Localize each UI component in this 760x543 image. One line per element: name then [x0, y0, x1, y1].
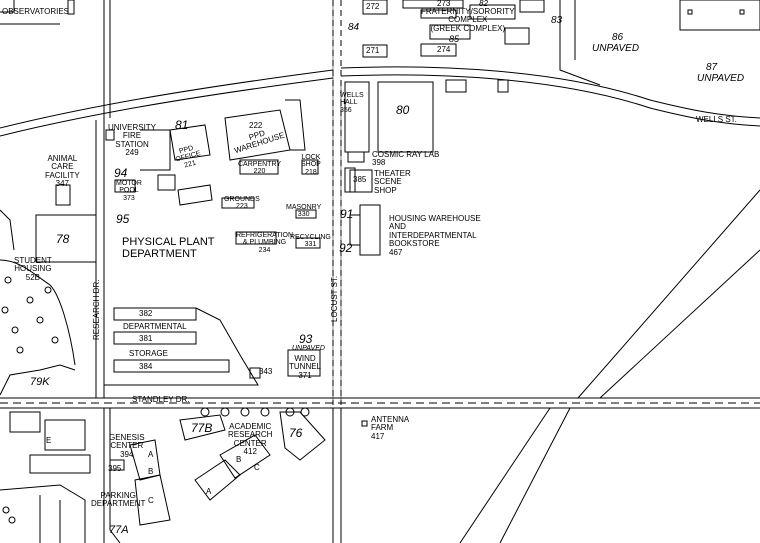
lot-77a: 77A — [109, 524, 129, 536]
building-385: 385 — [353, 175, 367, 184]
building-theater-scene-shop: THEATER SCENE SHOP — [374, 169, 411, 195]
building-384: 384 — [139, 362, 153, 371]
road-standley — [0, 397, 760, 409]
building-masonry: MASONRY 330 — [286, 204, 322, 219]
area-unpaved-87: UNPAVED — [697, 73, 745, 84]
lot-83: 83 — [551, 15, 563, 26]
street-label-standley: STANDLEY DR. — [132, 395, 190, 404]
street-label-research: RESEARCH DR. — [92, 279, 101, 340]
building-genesis-center: GENESIS CENTER 394 — [109, 433, 145, 459]
building-label-a1: A — [148, 450, 154, 459]
building-refrigeration-plumbing: REFRIGERATION & PLUMBING 234 — [236, 232, 294, 254]
building-lock-shop: LOCK SHOP 218 — [301, 154, 321, 176]
road-wells — [0, 66, 760, 137]
building-motor-pool: MOTOR POOL 373 — [116, 180, 142, 202]
building-cosmic-ray-lab: COSMIC RAY LAB 398 — [372, 150, 440, 168]
building-academic-research-center: ACADEMIC RESEARCH CENTER 412 — [228, 422, 273, 457]
lot-94: 94 — [114, 166, 128, 180]
road-locust — [332, 0, 342, 405]
road-research — [95, 120, 105, 398]
area-observatories: OBSERVATORIES — [2, 7, 69, 16]
lot-86: 86 — [612, 32, 624, 43]
area-physical-plant: PHYSICAL PLANT DEPARTMENT — [122, 236, 215, 260]
building-wells-hall: WELLS HALL 356 — [340, 92, 364, 114]
building-parking-department: PARKING DEPARTMENT — [91, 491, 146, 509]
street-label-locust: LOCUST ST. — [330, 275, 339, 322]
lot-76: 76 — [289, 426, 303, 440]
building-antenna-farm: ANTENNA FARM 417 — [371, 415, 410, 441]
building-storage: STORAGE — [129, 349, 168, 358]
building-271: 271 — [366, 46, 380, 55]
building-departmental: DEPARTMENTAL — [123, 322, 187, 331]
lot-93: 93 — [299, 332, 313, 346]
building-fraternity-complex: FRATERNITY/SORORITY COMPLEX (GREEK COMPL… — [421, 7, 515, 33]
building-label-c1: C — [148, 496, 154, 505]
lot-78: 78 — [56, 232, 70, 246]
building-381: 381 — [139, 334, 153, 343]
building-wind-tunnel: WIND TUNNEL 371 — [289, 354, 322, 380]
building-label-b2: B — [236, 455, 242, 464]
area-student-housing: STUDENT HOUSING 52B — [14, 256, 52, 282]
building-label-a2: A — [206, 487, 212, 496]
lot-77b: 77B — [191, 421, 213, 435]
lot-87: 87 — [706, 62, 718, 73]
building-grounds: GROUNDS 223 — [224, 196, 260, 211]
lot-91: 91 — [340, 207, 354, 221]
lot-81: 81 — [175, 118, 189, 132]
building-carpentry: CARPENTRY 220 — [238, 161, 282, 176]
area-unpaved-93: UNPAVED — [292, 345, 325, 352]
building-label-b1: B — [148, 467, 154, 476]
building-label-e: E — [46, 436, 52, 445]
area-unpaved-86: UNPAVED — [592, 43, 640, 54]
lot-92: 92 — [339, 241, 353, 255]
building-university-fire-station: UNIVERSITY FIRE STATION 249 — [108, 123, 157, 158]
building-343: 343 — [259, 367, 273, 376]
building-label-c2: C — [254, 463, 260, 472]
building-recycling: RECYCLING 331 — [290, 234, 331, 249]
lot-84: 84 — [348, 22, 360, 33]
building-382: 382 — [139, 309, 153, 318]
building-274: 274 — [437, 45, 451, 54]
building-222: 222 — [249, 121, 263, 130]
building-housing-warehouse: HOUSING WAREHOUSE AND INTERDEPARTMENTAL … — [389, 214, 481, 257]
lot-82: 82 — [479, 0, 488, 8]
building-395: 395 — [108, 464, 122, 473]
lot-80: 80 — [396, 103, 410, 117]
street-label-wells: WELLS ST. — [696, 115, 737, 124]
building-animal-care-facility: ANIMAL CARE FACILITY 347 — [45, 154, 80, 189]
building-272: 272 — [366, 2, 380, 11]
building-273: 273 — [437, 0, 451, 8]
lot-95: 95 — [116, 212, 130, 226]
lot-79k: 79K — [30, 376, 50, 388]
lot-85: 85 — [449, 34, 460, 44]
